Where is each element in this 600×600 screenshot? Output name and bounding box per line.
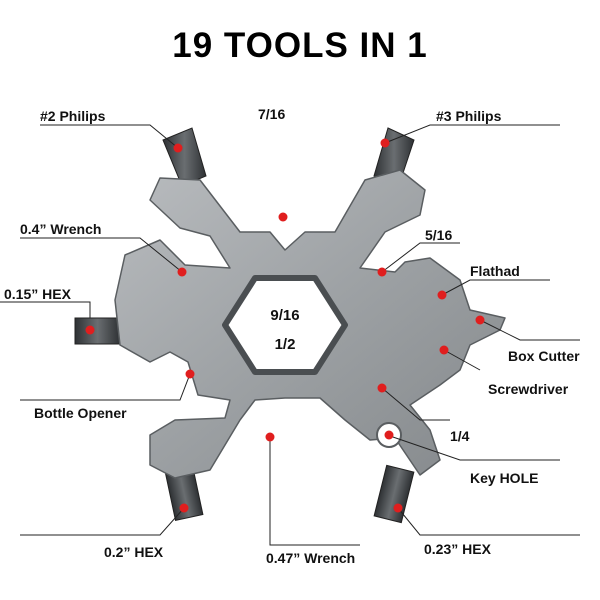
label-716: 7/16 (258, 106, 286, 122)
label-wrench047: 0.47” Wrench (266, 550, 356, 566)
marker-hex015 (85, 325, 95, 335)
marker-wrench047 (265, 432, 275, 442)
leader-lines (0, 124, 580, 546)
leader-boxcutter (479, 319, 580, 341)
label-wrench04: 0.4” Wrench (20, 221, 102, 237)
leader-hex023 (397, 507, 580, 536)
leader-keyhole (389, 435, 560, 461)
label-keyhole: Key HOLE (470, 470, 539, 486)
leader-bottleopener (20, 373, 191, 401)
page-title: 19 TOOLS IN 1 (172, 26, 428, 65)
marker-boxcutter (475, 315, 485, 325)
leader-14 (381, 387, 450, 421)
marker-516 (377, 267, 387, 277)
marker-philips3 (380, 138, 390, 148)
marker-bottleopener (185, 369, 195, 379)
marker-hex023 (393, 503, 403, 513)
label-516: 5/16 (425, 227, 453, 243)
label-philips3: #3 Philips (436, 108, 502, 124)
leader-516 (381, 242, 460, 273)
label-boxcutter: Box Cutter (508, 348, 580, 364)
label-screwdriver: Screwdriver (488, 381, 569, 397)
marker-716 (278, 212, 288, 222)
leader-hex02 (20, 507, 185, 536)
hex-bit-023 (373, 464, 415, 524)
leader-philips2 (40, 124, 179, 149)
center-label-bottom: 1/2 (274, 336, 296, 353)
label-philips2: #2 Philips (40, 108, 106, 124)
hex-bits (74, 317, 415, 524)
center-label-top: 9/16 (270, 307, 300, 324)
label-flathad: Flathad (470, 263, 520, 279)
label-14: 1/4 (450, 428, 470, 444)
label-bottleopener: Bottle Opener (34, 405, 127, 421)
leader-wrench047 (269, 440, 360, 546)
leader-flathad (441, 279, 550, 296)
marker-keyhole (384, 430, 394, 440)
marker-wrench04 (177, 267, 187, 277)
label-hex023: 0.23” HEX (424, 541, 491, 557)
hex-bit-015 (74, 317, 121, 345)
marker-flathad (437, 290, 447, 300)
marker-screwdriver (439, 345, 449, 355)
leader-philips3 (384, 124, 560, 144)
center-hex-opening (222, 275, 348, 375)
philips-bit-2 (162, 127, 207, 187)
leader-hex015 (0, 301, 91, 318)
leader-screwdriver (443, 349, 481, 371)
label-hex015: 0.15” HEX (4, 286, 71, 302)
marker-14 (377, 383, 387, 393)
leader-wrench04 (20, 237, 183, 273)
marker-philips2 (173, 143, 183, 153)
marker-hex02 (179, 503, 189, 513)
label-hex02: 0.2” HEX (104, 544, 164, 560)
snowflake-body (114, 169, 506, 479)
tool-markers (85, 138, 485, 513)
